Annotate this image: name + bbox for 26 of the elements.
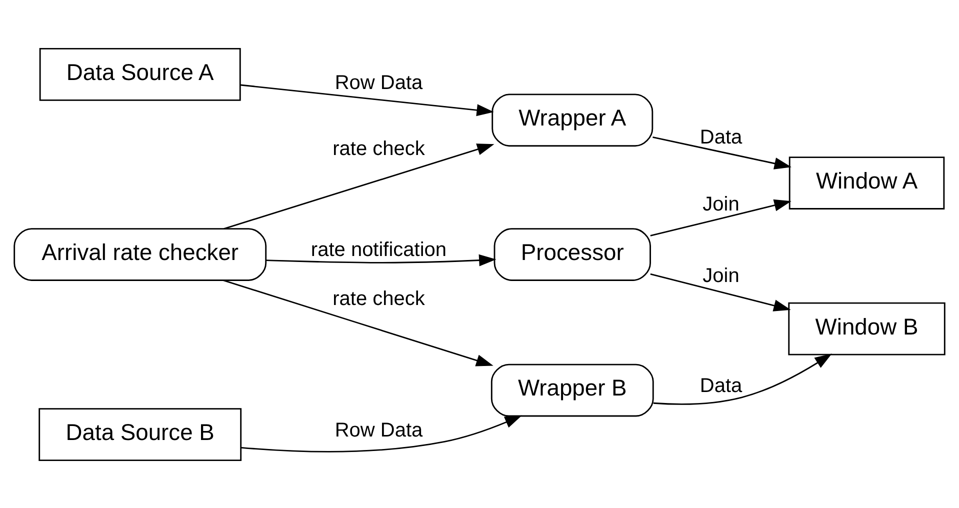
edge-label: rate check (332, 287, 425, 310)
arrow (652, 136, 792, 169)
node-box: Processor (494, 228, 651, 280)
edge-label: Join (702, 192, 740, 215)
arrow (653, 353, 832, 404)
arrow (224, 143, 494, 229)
arrow (223, 279, 494, 366)
arrow (650, 272, 791, 311)
node-box: Wrapper A (492, 93, 654, 146)
node-box: Arrival rate checker (14, 228, 267, 280)
edge-label: rate check (332, 137, 425, 160)
node-box: Data Source B (38, 408, 242, 460)
arrow (240, 84, 494, 116)
edge-label: Row Data (334, 418, 423, 441)
edge-label: Join (702, 264, 740, 286)
node-box: Data Source A (39, 48, 241, 100)
node-box: Wrapper B (490, 363, 654, 416)
arrow (266, 254, 496, 266)
node-box: Window B (788, 302, 946, 355)
edge-label: rate notification (310, 238, 447, 261)
node-box: Window A (788, 156, 945, 209)
edge-label: Data (700, 126, 742, 148)
edge-label: Data (700, 374, 742, 396)
edge-label: Row Data (334, 72, 423, 94)
arrow (650, 198, 792, 236)
arrow (241, 414, 522, 452)
